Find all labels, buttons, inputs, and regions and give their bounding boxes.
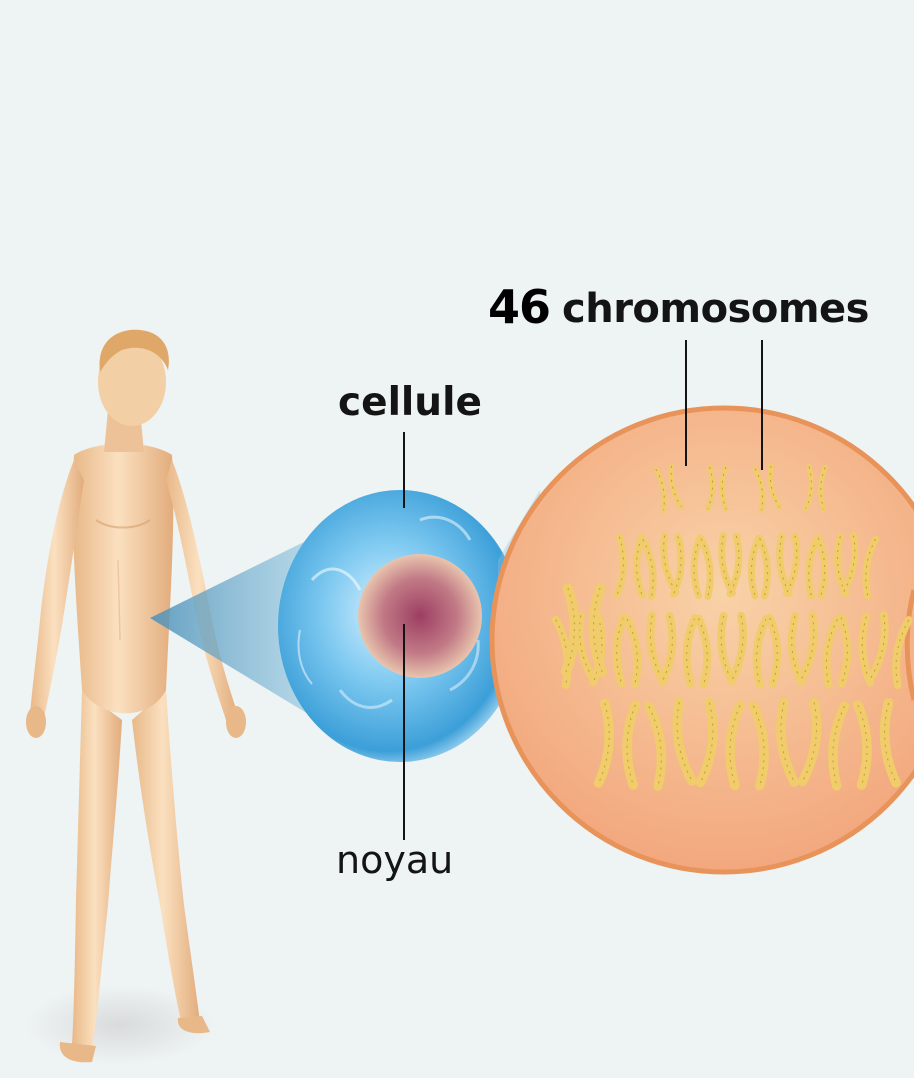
chromosome-count-label: 46 xyxy=(488,280,550,334)
human-body xyxy=(26,330,246,1063)
cell xyxy=(278,490,522,762)
chromosomes-label: chromosomes xyxy=(562,286,869,332)
nucleus xyxy=(358,554,482,678)
nucleus-label: noyau xyxy=(336,838,453,882)
cell-label: cellule xyxy=(338,380,482,425)
